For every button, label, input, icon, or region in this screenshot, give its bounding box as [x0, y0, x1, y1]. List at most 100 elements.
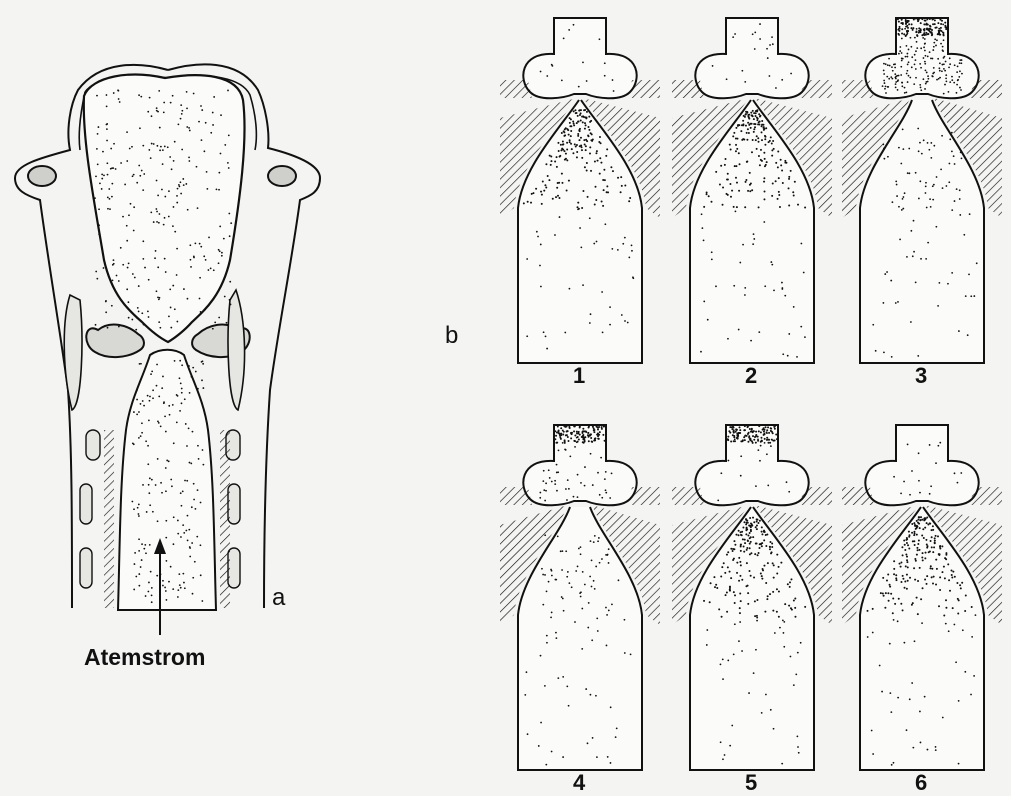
stipple-dot	[920, 47, 922, 49]
stipple-dot	[746, 132, 748, 134]
stipple-dot	[954, 163, 956, 165]
stipple-dot	[136, 317, 138, 319]
stipple-dot	[597, 160, 599, 162]
stipple-dot	[918, 480, 920, 482]
stipple-dot	[101, 178, 103, 180]
stipple-dot	[595, 186, 597, 188]
stipple-dot	[190, 259, 192, 261]
stipple-dot	[191, 542, 193, 544]
stipple-dot	[156, 107, 158, 109]
stipple-dot	[940, 23, 942, 25]
stipple-dot	[149, 400, 151, 402]
stipple-dot	[118, 90, 120, 92]
stipple-dot	[564, 134, 566, 136]
stipple-dot	[599, 136, 601, 138]
stipple-dot	[148, 492, 150, 494]
stipple-dot	[932, 529, 934, 531]
stipple-dot	[905, 91, 907, 93]
stipple-dot	[746, 549, 748, 551]
stipple-dot	[939, 34, 941, 36]
stipple-dot	[729, 571, 731, 573]
stipple-dot	[192, 593, 194, 595]
stipple-dot	[758, 206, 760, 208]
tissue-hatch	[842, 80, 874, 98]
stipple-dot	[564, 449, 566, 451]
stipple-dot	[150, 373, 152, 375]
stipple-dot	[731, 725, 733, 727]
stipple-dot	[748, 132, 750, 134]
stipple-dot	[576, 156, 578, 158]
stipple-dot	[191, 376, 193, 378]
stipple-dot	[931, 31, 933, 33]
stipple-dot	[917, 128, 919, 130]
stipple-dot	[900, 603, 902, 605]
stipple-dot	[914, 54, 916, 56]
stipple-dot	[733, 427, 735, 429]
stipple-dot	[577, 566, 579, 568]
stipple-dot	[893, 568, 895, 570]
stipple-dot	[158, 90, 160, 92]
stipple-dot	[108, 188, 110, 190]
stipple-dot	[559, 156, 561, 158]
stipple-dot	[106, 106, 108, 108]
stipple-dot	[901, 58, 903, 60]
stipple-dot	[147, 310, 149, 312]
stipple-dot	[947, 563, 949, 565]
stipple-dot	[771, 551, 773, 553]
stipple-dot	[527, 733, 529, 735]
stipple-dot	[954, 200, 956, 202]
stipple-dot	[221, 252, 223, 254]
stipple-dot	[722, 658, 724, 660]
stipple-dot	[182, 178, 184, 180]
stipple-dot	[724, 572, 726, 574]
stipple-dot	[198, 458, 200, 460]
stipple-dot	[889, 65, 891, 67]
stipple-dot	[595, 566, 597, 568]
stipple-dot	[733, 558, 735, 560]
stipple-dot	[541, 203, 543, 205]
stipple-dot	[926, 27, 928, 29]
stipple-dot	[568, 426, 570, 428]
stipple-dot	[900, 566, 902, 568]
stipple-dot	[749, 172, 751, 174]
stipple-dot	[162, 585, 164, 587]
stipple-dot	[761, 139, 763, 141]
stipple-dot	[731, 190, 733, 192]
stipple-dot	[192, 431, 194, 433]
stipple-dot	[913, 251, 915, 253]
stipple-dot	[608, 610, 610, 612]
stipple-dot	[181, 364, 183, 366]
stipple-dot	[909, 494, 911, 496]
stipple-dot	[904, 92, 906, 94]
stipple-dot	[936, 39, 938, 41]
stipple-dot	[135, 576, 137, 578]
stipple-dot	[555, 632, 557, 634]
stipple-dot	[915, 172, 917, 174]
stipple-dot	[742, 244, 744, 246]
stipple-dot	[916, 597, 918, 599]
stipple-dot	[959, 198, 961, 200]
stipple-dot	[201, 139, 203, 141]
stipple-dot	[775, 162, 777, 164]
stipple-dot	[945, 607, 947, 609]
stipple-dot	[193, 499, 195, 501]
stipple-dot	[570, 135, 572, 137]
stipple-dot	[566, 128, 568, 130]
stipple-dot	[931, 75, 933, 77]
stipple-dot	[923, 23, 925, 25]
stipple-dot	[724, 164, 726, 166]
stipple-dot	[752, 110, 754, 112]
stipple-dot	[155, 208, 157, 210]
stipple-dot	[883, 158, 885, 160]
stipple-dot	[583, 430, 585, 432]
stipple-dot	[589, 153, 591, 155]
stipple-dot	[580, 482, 582, 484]
stipple-dot	[566, 576, 568, 578]
stipple-dot	[725, 594, 727, 596]
stipple-dot	[908, 75, 910, 77]
stipple-dot	[902, 609, 904, 611]
stipple-dot	[883, 148, 885, 150]
stipple-dot	[964, 671, 966, 673]
stipple-dot	[938, 78, 940, 80]
stipple-dot	[750, 575, 752, 577]
